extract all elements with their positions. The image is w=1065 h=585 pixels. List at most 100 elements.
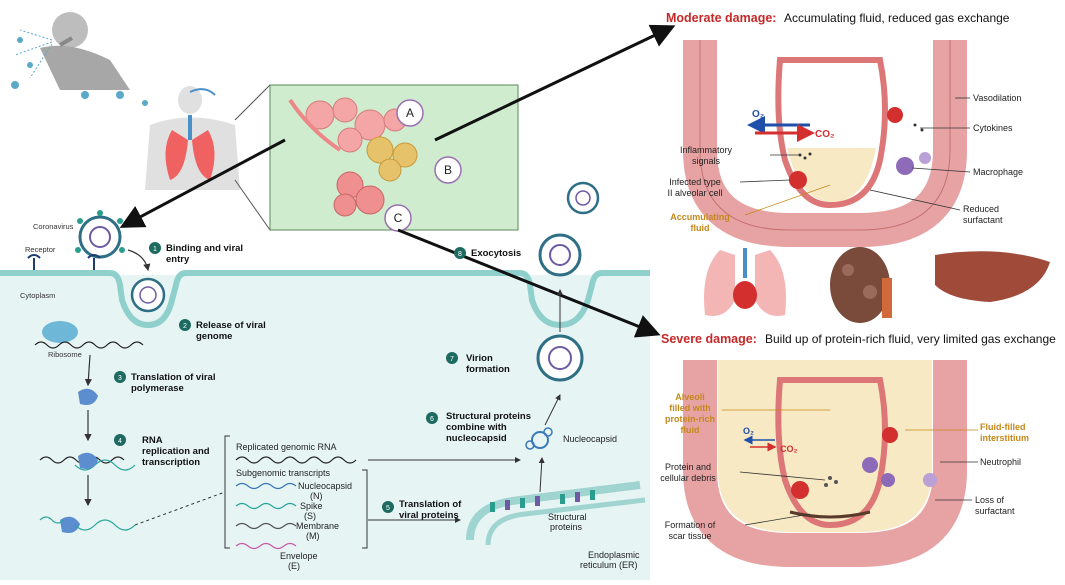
step-2-line1: Release of viral	[196, 320, 266, 331]
loss-label-1: Loss of	[975, 495, 1005, 505]
exocytosis-virion	[538, 233, 582, 277]
severe-title-bold: Severe damage:	[661, 332, 757, 346]
structural-label-1: Structural	[548, 512, 587, 522]
accum-label-1: Accumulating	[670, 212, 730, 222]
spike-wave	[235, 502, 297, 510]
polymerase-icon-3	[60, 516, 80, 533]
step-8-num: 8	[458, 251, 462, 258]
replicated-rna-wave	[235, 456, 357, 464]
organ-kidney	[830, 247, 892, 323]
step-5-line2: viral proteins	[399, 510, 459, 521]
step-2-num: 2	[183, 323, 187, 330]
ribosome-label: Ribosome	[48, 350, 82, 359]
step-6-line3: nucleocapsid	[446, 433, 507, 444]
step-3: 3 Translation of viral polymerase	[114, 371, 215, 394]
protein-leader	[739, 471, 826, 481]
interstitium-label-1: Fluid-filled	[980, 422, 1026, 432]
cytoplasm-region	[0, 275, 650, 580]
step-3-line2: polymerase	[131, 383, 184, 394]
m-label: (M)	[306, 531, 320, 541]
severe-alveolus	[683, 360, 967, 567]
step-5-line1: Translation of	[399, 499, 462, 510]
step-7: 7 Virion formation	[446, 352, 510, 375]
arrow-genome-to-polymerase	[84, 354, 92, 387]
envelope-label: Envelope	[280, 551, 318, 561]
step-8-line1: Exocytosis	[471, 248, 521, 259]
membrane-wave	[235, 522, 297, 530]
coronavirus-attached	[75, 210, 125, 259]
polymerase-icon	[78, 388, 98, 405]
er-label-1: Endoplasmic	[588, 550, 640, 560]
envelope-wave	[235, 542, 297, 550]
receptor-label: Receptor	[25, 245, 56, 254]
protein-label-2: cellular debris	[660, 473, 716, 483]
assembled-virion	[536, 334, 584, 382]
coughing-person-illustration	[40, 12, 130, 90]
subgenomic-label: Subgenomic transcripts	[236, 468, 331, 478]
step-7-num: 7	[450, 356, 454, 363]
reduced-leader	[869, 189, 961, 211]
nucleocapsid-icon	[525, 427, 553, 450]
organ-liver	[935, 251, 1050, 302]
er-label-2: reticulum (ER)	[580, 560, 638, 570]
polymerase-icon-2	[78, 452, 98, 469]
alveoli-label-2: filled with	[669, 403, 711, 413]
s-label: (S)	[304, 511, 316, 521]
scar-leader	[744, 513, 811, 526]
receptor-icon-2	[87, 254, 101, 270]
accum-leader	[744, 184, 831, 216]
step-6-num: 6	[430, 416, 434, 423]
step-7-line1: Virion	[466, 353, 493, 364]
marker-b-label: B	[444, 163, 452, 177]
nucleocapsid-transcript-label: Nucleocapsid	[298, 481, 352, 491]
replicated-rna-label: Replicated genomic RNA	[236, 442, 337, 452]
step-2-line2: genome	[196, 331, 232, 342]
alveoli-label-1: Alveoli	[675, 392, 705, 402]
inflammatory-label-1: Inflammatory	[680, 145, 733, 155]
moderate-o2-label: O₂	[752, 109, 764, 120]
structural-proteins-on-er	[490, 490, 595, 512]
moderate-co2-label: CO₂	[815, 129, 834, 140]
coronavirus-label: Coronavirus	[33, 222, 74, 231]
moderate-alveolus	[683, 40, 967, 247]
step-2: 2 Release of viral genome	[179, 319, 266, 342]
reduced-label-1: Reduced	[963, 204, 999, 214]
endoplasmic-reticulum-inner	[485, 497, 646, 546]
n-label: (N)	[310, 491, 323, 501]
alveoli-label-4: fluid	[681, 425, 700, 435]
macrophage-leader	[911, 167, 971, 173]
membrane-label: Membrane	[296, 521, 339, 531]
interstitium-label-2: interstitium	[980, 433, 1029, 443]
arrow-to-virion	[544, 394, 561, 426]
arrow-to-cell	[119, 138, 286, 228]
step-6-line1: Structural proteins	[446, 411, 531, 422]
e-label: (E)	[288, 561, 300, 571]
cytoplasm-label: Cytoplasm	[20, 291, 55, 300]
accum-label-2: fluid	[691, 223, 710, 233]
infected-label-1: Infected type	[669, 177, 721, 187]
zoom-line-bottom	[234, 179, 271, 231]
entry-arrow	[127, 249, 151, 272]
spike-label: Spike	[300, 501, 323, 511]
step-5-num: 5	[386, 505, 390, 512]
zoom-line-top	[234, 84, 271, 121]
virus-droplets	[11, 29, 148, 106]
structural-label-2: proteins	[550, 522, 583, 532]
marker-a-label: A	[406, 106, 414, 120]
reduced-label-2: surfactant	[963, 215, 1003, 225]
step-4-line2: replication and	[142, 446, 210, 457]
infected-label-2: II alveolar cell	[667, 188, 722, 198]
nucleocapsid-wave	[235, 482, 297, 490]
human-lungs-illustration	[145, 86, 240, 190]
moderate-title-rest: Accumulating fluid, reduced gas exchange	[784, 11, 1010, 25]
severe-o2-label: O₂	[743, 426, 754, 436]
marker-c-label: C	[394, 211, 403, 225]
alveoli-label-3: protein-rich	[665, 414, 715, 424]
arrow-to-moderate	[434, 24, 676, 142]
viral-genome-rna	[34, 341, 144, 349]
severe-title-rest: Build up of protein-rich fluid, very lim…	[765, 332, 1056, 346]
released-virion	[566, 181, 600, 215]
marker-b	[434, 156, 462, 184]
